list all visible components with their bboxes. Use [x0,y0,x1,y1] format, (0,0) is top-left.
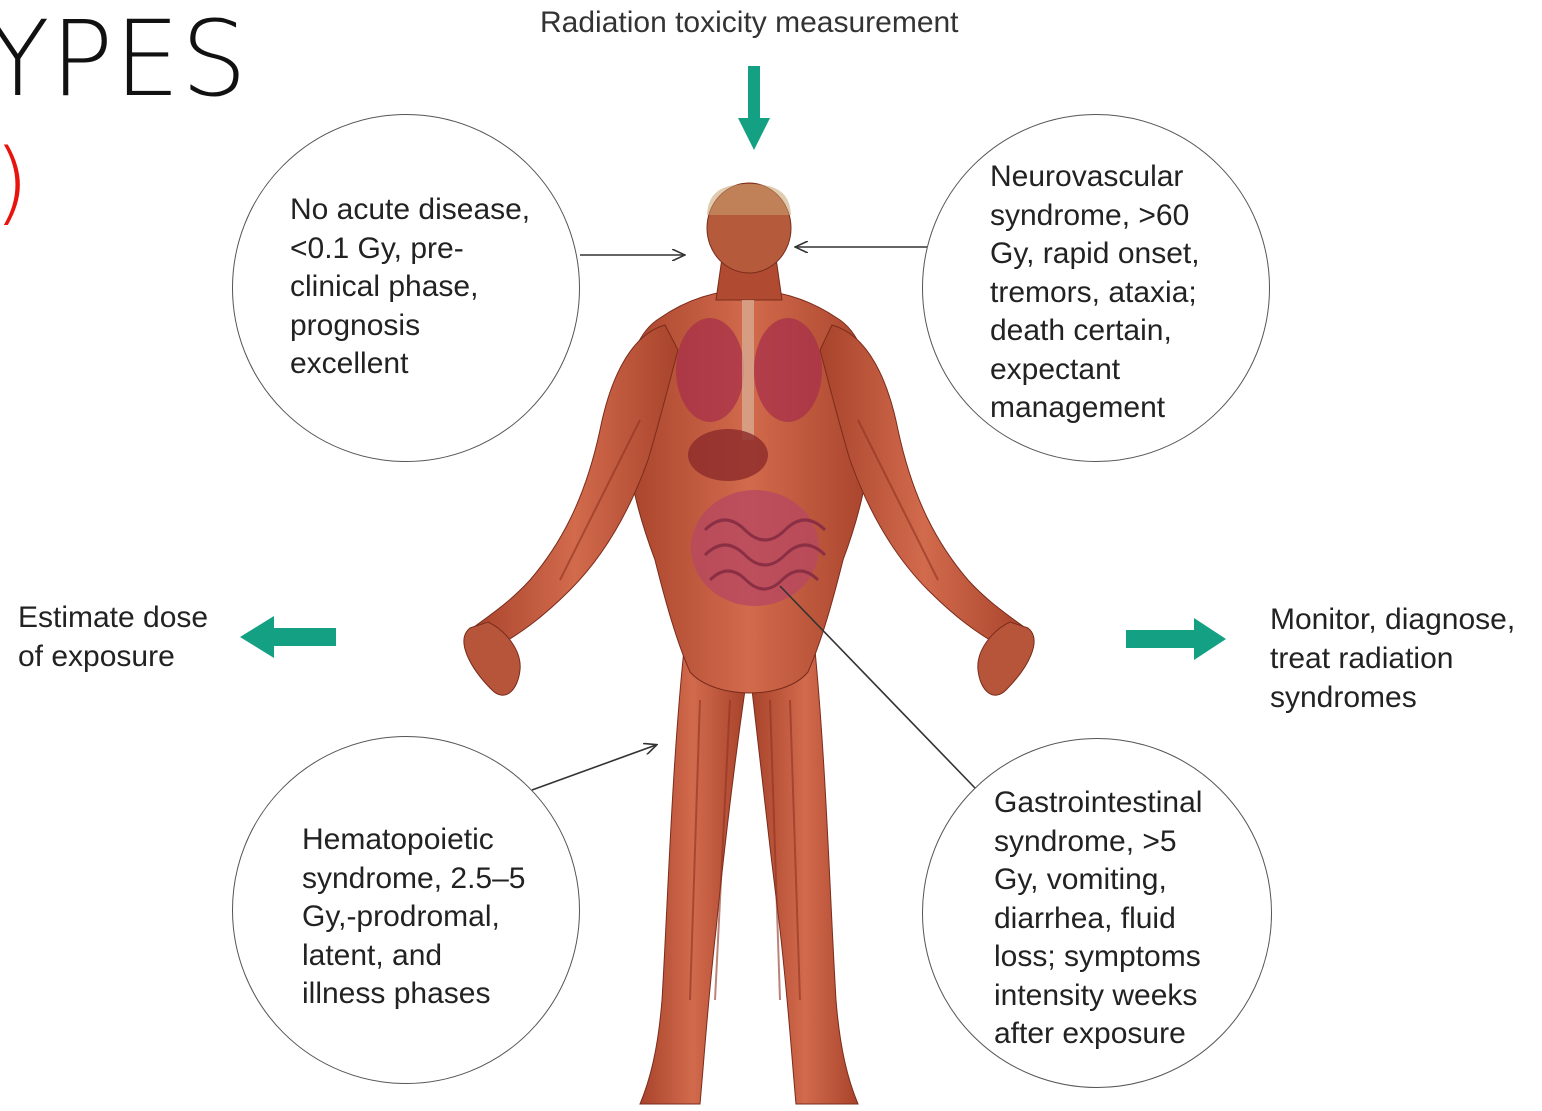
bubble-line: Hematopoietic [302,821,525,860]
bubble-neurovascular-text: Neurovascular syndrome, >60 Gy, rapid on… [990,158,1200,428]
bubble-line: Gy,-prodromal, [302,898,525,937]
bubble-line: syndrome, >5 [994,823,1202,862]
bubble-line: Neurovascular [990,158,1200,197]
bubble-line: loss; symptoms [994,938,1202,977]
down-arrow-icon [738,66,770,150]
left-label-line: Estimate dose [18,598,208,637]
bubble-line: death certain, [990,312,1200,351]
bubble-line: <0.1 Gy, pre- [290,230,530,269]
left-arrow-icon [240,616,336,658]
bubble-line: intensity weeks [994,977,1202,1016]
bubble-line: excellent [290,345,530,384]
right-label-line: Monitor, diagnose, [1270,600,1515,639]
left-label-line: of exposure [18,637,208,676]
bubble-line: prognosis [290,307,530,346]
bubble-line: tremors, ataxia; [990,274,1200,313]
bubble-gastrointestinal-text: Gastrointestinal syndrome, >5 Gy, vomiti… [994,784,1202,1054]
bubble-line: No acute disease, [290,191,530,230]
bubble-line: after exposure [994,1015,1202,1054]
left-label: Estimate dose of exposure [18,598,208,676]
bubble-line: expectant [990,351,1200,390]
bubble-line: syndrome, 2.5–5 [302,860,525,899]
right-label-line: treat radiation [1270,639,1515,678]
bubble-hematopoietic-text: Hematopoietic syndrome, 2.5–5 Gy,-prodro… [302,821,525,1014]
pointer-line-bottom-left [532,745,656,790]
bubble-line: Gy, rapid onset, [990,235,1200,274]
right-label-line: syndromes [1270,678,1515,717]
bubble-line: Gastrointestinal [994,784,1202,823]
right-label: Monitor, diagnose, treat radiation syndr… [1270,600,1515,717]
bubble-line: management [990,389,1200,428]
bubble-line: syndrome, >60 [990,197,1200,236]
bubble-no-acute-disease-text: No acute disease, <0.1 Gy, pre- clinical… [290,191,530,384]
bubble-line: diarrhea, fluid [994,900,1202,939]
bubble-line: clinical phase, [290,268,530,307]
bubble-line: Gy, vomiting, [994,861,1202,900]
bubble-line: illness phases [302,975,525,1014]
bubble-line: latent, and [302,937,525,976]
right-arrow-icon [1126,618,1226,660]
